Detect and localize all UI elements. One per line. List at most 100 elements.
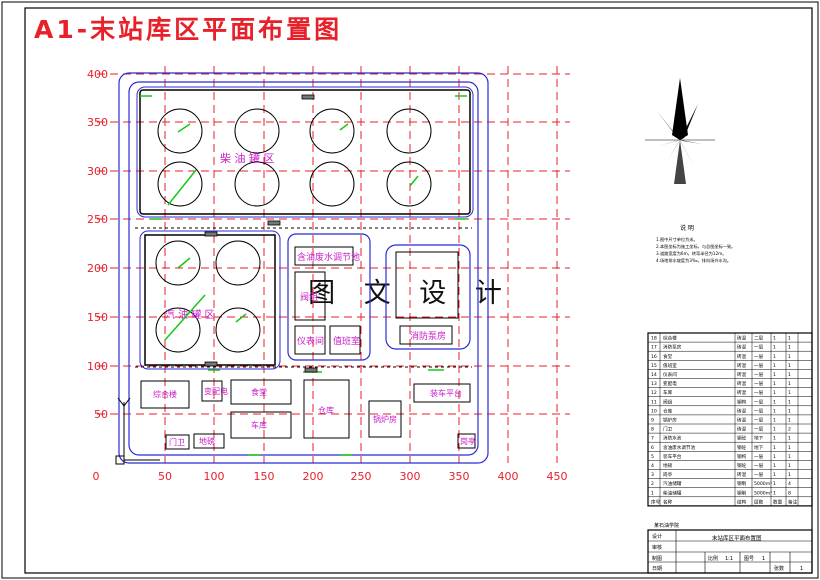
schedule-cell: 1	[651, 490, 654, 496]
schedule-cell: 1	[773, 363, 776, 369]
schedule-cell: 16	[651, 354, 657, 360]
origin-marker	[115, 397, 160, 465]
schedule-cell: 柴油储罐	[663, 489, 682, 496]
notes-line-2: 2.本图坐标为施工坐标，与总图坐标一致。	[656, 243, 735, 250]
schedule-cell: 1	[773, 472, 776, 478]
schedule-cell: 钢构	[737, 453, 747, 460]
site-road-inner	[128, 81, 479, 456]
instrument-room	[294, 325, 326, 355]
schedule-cell: 一层	[754, 381, 764, 387]
schedule-cell: 1	[788, 345, 791, 351]
schedule-cell: 1	[773, 427, 776, 433]
schedule-cell: 一层	[754, 472, 764, 478]
fire-block: 消防泵房	[385, 244, 471, 350]
wind-rose-petal	[656, 110, 680, 140]
loading-platform	[413, 383, 471, 403]
schedule-cell: 1	[773, 336, 776, 342]
y-tick-label: 150	[87, 311, 108, 324]
drawn-label: 制图	[652, 555, 662, 562]
schedule-cell: 1	[788, 399, 791, 405]
office-label: 综合楼	[153, 389, 177, 399]
schedule-cell: 砖混	[737, 380, 747, 387]
sheet-value: 1	[762, 556, 765, 562]
dimension-leader	[339, 123, 349, 131]
schedule-cell: 5000m³	[754, 490, 772, 496]
instrument-room-label: 仪表间	[297, 335, 324, 347]
gate-marker	[204, 361, 218, 367]
gasoline-tank	[155, 307, 201, 353]
schedule-cell: 1	[773, 381, 776, 387]
guard-box	[457, 433, 476, 449]
x-tick-label: 300	[400, 470, 421, 483]
schedule-header-cell: 层数	[754, 498, 764, 505]
drawing-title: A1-末站库区平面布置图	[34, 15, 343, 44]
admin-area	[140, 379, 476, 450]
notes-line-1: 1.图中尺寸单位为米。	[656, 236, 698, 243]
schedule-cell: 8	[651, 427, 654, 433]
schedule-cell: 1	[773, 463, 776, 469]
schedule-cell: 7	[651, 436, 654, 442]
weighbridge	[193, 433, 225, 449]
schedule-cell: 1	[773, 490, 776, 496]
gasoline-tanks	[155, 240, 261, 353]
oily-water-label: 含油废水调节池	[297, 251, 360, 263]
schedule-cell: 1	[788, 363, 791, 369]
schedule-cell: 15	[651, 363, 657, 369]
schedule-cell: 1	[773, 399, 776, 405]
title-block: 设计 审核 制图 日期 末站库区平面布置图 某石油学院 比例 1:1 图号 1 …	[647, 522, 813, 574]
schedule-frame	[647, 332, 813, 507]
duty-room	[329, 325, 361, 355]
schedule-cell: 1	[788, 372, 791, 378]
notes-line-3: 3.道路宽度为6m，转弯半径为12m。	[656, 250, 726, 257]
schedule-cell: 1	[788, 472, 791, 478]
schedule-cell: 一层	[754, 354, 764, 360]
schedule-cell: 4	[651, 463, 654, 469]
schedule-cell: 13	[651, 381, 657, 387]
oily-water-pool	[294, 246, 354, 266]
schedule-header-cell: 结构	[737, 498, 747, 505]
schedule-cell: 1	[773, 354, 776, 360]
schedule-cell: 1	[773, 390, 776, 396]
transformer-label: 变配电	[204, 386, 228, 396]
wind-rose-icon	[645, 78, 715, 184]
title-block-drawing-name: 末站库区平面布置图	[712, 534, 762, 542]
fire-pool	[395, 251, 459, 319]
diesel-tank	[157, 108, 203, 154]
dimension-leader	[409, 175, 419, 187]
page-label: 张数	[774, 565, 784, 572]
fire-pump-label: 消防泵房	[410, 330, 446, 342]
office-building	[140, 380, 190, 409]
page-value: 1	[800, 566, 803, 572]
notes-heading: 说 明	[680, 224, 694, 232]
schedule-cell: 钢砼	[737, 444, 747, 451]
dimension-leader	[235, 313, 247, 323]
valve-group-label: 阀组	[300, 291, 318, 303]
title-block-frame	[647, 529, 813, 574]
x-tick-label: 200	[303, 470, 324, 483]
x-tick-label: 50	[158, 470, 172, 483]
schedule-cell: 地磅	[663, 462, 673, 469]
gasoline-area-road	[139, 230, 281, 370]
schedule-cell: 18	[651, 336, 657, 342]
design-notes: 说 明 1.图中尺寸单位为米。 2.本图坐标为施工坐标，与总图坐标一致。 3.道…	[656, 224, 735, 264]
schedule-cell: 1	[773, 454, 776, 460]
schedule-cell: 1	[788, 390, 791, 396]
gate-house-building	[165, 434, 190, 450]
schedule-cell: 10	[651, 408, 657, 414]
gate-marker	[204, 231, 218, 237]
schedule-cell: 二层	[754, 336, 764, 342]
y-tick-label: 300	[87, 165, 108, 178]
schedule-cell: 变配电	[663, 380, 677, 387]
gate-marker	[267, 220, 281, 226]
schedule-cell: 砖混	[737, 344, 747, 351]
dimension-leader	[167, 169, 197, 206]
schedule-cell: 一层	[754, 454, 764, 460]
schedule-cell: 1	[788, 463, 791, 469]
schedule-cell: 砖混	[737, 371, 747, 378]
wind-rose-petal	[668, 140, 680, 160]
gate-house-label: 门卫	[169, 437, 185, 447]
loading-platform-label: 装车平台	[430, 388, 462, 398]
